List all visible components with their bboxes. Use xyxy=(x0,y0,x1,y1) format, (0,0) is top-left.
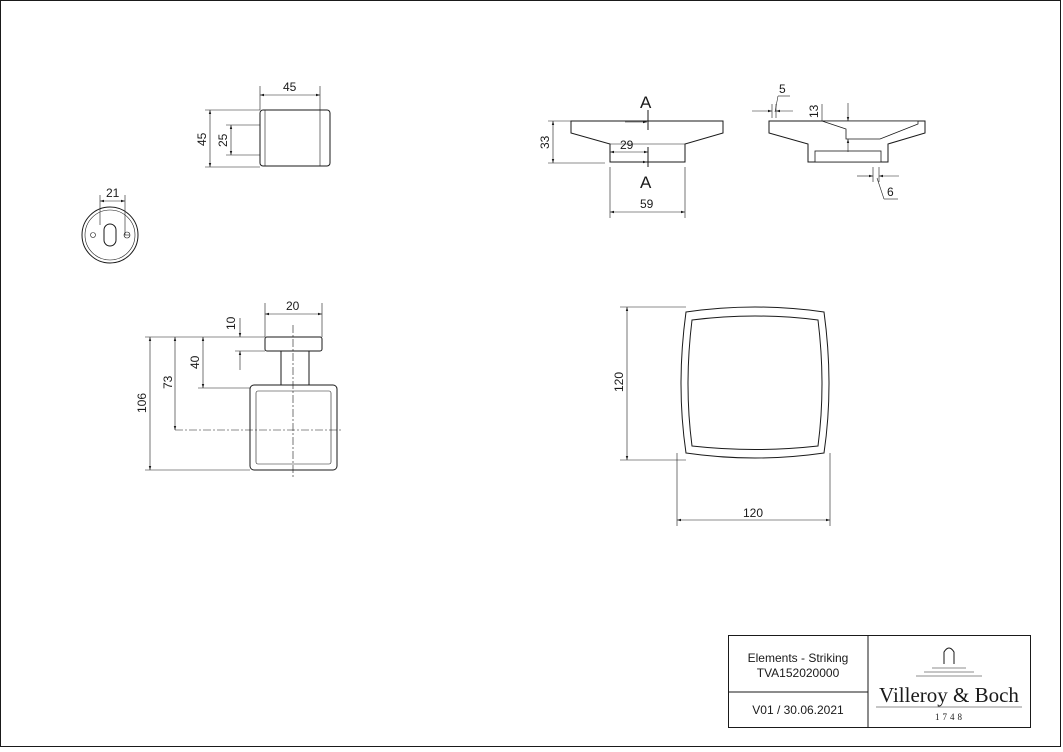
side-view-holder: 20 10 40 73 106 xyxy=(135,299,343,478)
dim-plate-thickness: 10 xyxy=(224,316,238,330)
dim-120-width: 120 xyxy=(743,506,763,520)
wall-plate-view: 21 xyxy=(81,186,139,264)
section-label-a-top: A xyxy=(640,93,652,112)
section-label-a-bottom: A xyxy=(640,173,652,192)
dim-5: 5 xyxy=(779,82,786,96)
dish-front-view: A A 33 29 59 xyxy=(538,93,724,218)
dim-diameter: 21 xyxy=(106,186,120,200)
brand-logo-icon xyxy=(876,647,1022,708)
dim-106: 106 xyxy=(135,393,149,413)
brand-year: 1748 xyxy=(935,712,965,722)
dim-40: 40 xyxy=(188,355,202,369)
dim-33: 33 xyxy=(538,135,552,149)
dim-120-height: 120 xyxy=(612,372,626,392)
dim-height: 45 xyxy=(195,132,209,146)
dim-29: 29 xyxy=(620,138,634,152)
dim-plate-width: 20 xyxy=(286,299,300,313)
version-date: V01 / 30.06.2021 xyxy=(752,703,844,717)
dim-width: 45 xyxy=(283,80,297,94)
dish-section-view: 13 5 6 xyxy=(752,82,926,200)
dish-top-view: 120 120 xyxy=(612,306,831,526)
dim-inner-height: 25 xyxy=(216,133,230,147)
title-block: Elements - Striking TVA152020000 V01 / 3… xyxy=(728,635,1031,728)
brand-name: Villeroy & Boch xyxy=(879,683,1019,707)
product-name: Elements - Striking xyxy=(748,651,849,665)
dim-73: 73 xyxy=(161,375,175,389)
article-number: TVA152020000 xyxy=(757,666,840,680)
dim-6: 6 xyxy=(887,185,894,199)
dim-59: 59 xyxy=(640,197,654,211)
dim-13: 13 xyxy=(807,104,821,118)
top-view-holder: 45 45 25 xyxy=(195,80,331,168)
